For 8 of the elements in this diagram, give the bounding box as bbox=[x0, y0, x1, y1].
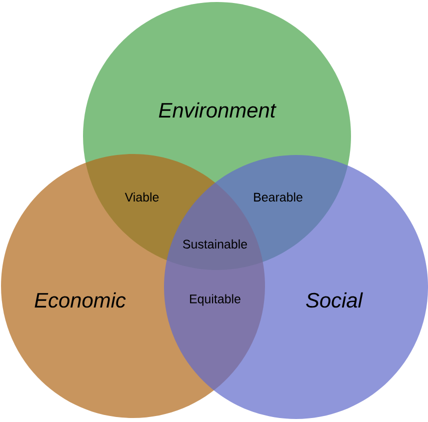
overlap-label: Sustainable bbox=[183, 239, 247, 249]
overlap-label: Viable bbox=[124, 192, 159, 202]
circle-label: Environment bbox=[158, 102, 276, 118]
circle bbox=[164, 155, 428, 419]
overlap-label: Bearable bbox=[254, 192, 302, 202]
circle-label: Economic bbox=[34, 292, 126, 308]
circle-label: Social bbox=[306, 292, 363, 308]
overlap-label: Equitable bbox=[190, 294, 240, 306]
